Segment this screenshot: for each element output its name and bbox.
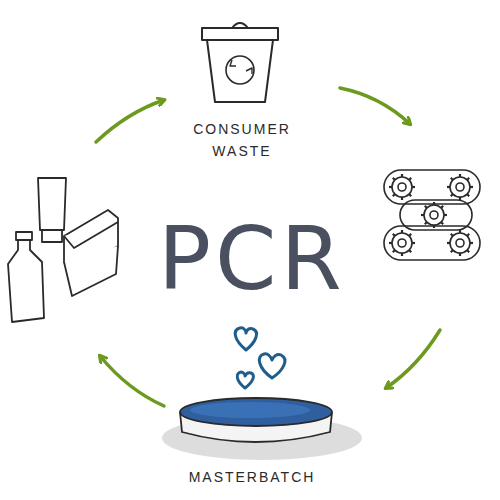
conveyor-machine — [384, 170, 480, 260]
plastic-products — [8, 178, 118, 322]
stage-label: MASTERBATCH — [132, 466, 372, 488]
hearts — [235, 328, 285, 388]
masterbatch-dish — [162, 398, 362, 460]
cycle-arrows — [96, 88, 440, 406]
center-title: PCR — [158, 207, 346, 310]
stage-label: CONSUMER WASTE — [182, 118, 302, 162]
trash-can — [202, 23, 278, 102]
